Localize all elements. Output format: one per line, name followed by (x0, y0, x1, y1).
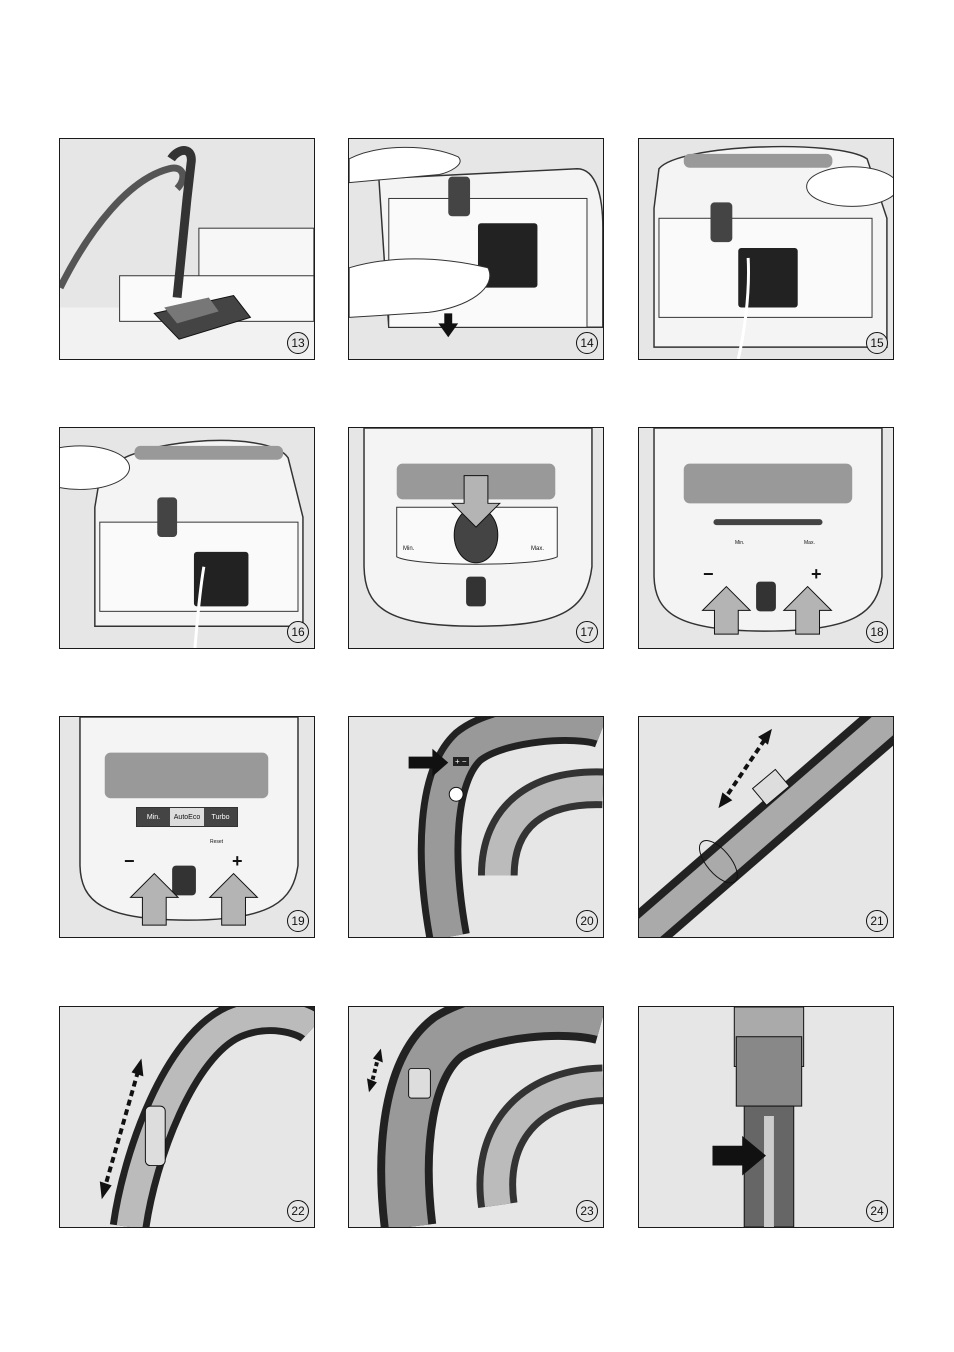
figure-18: Min. Max. − + 18 (638, 427, 894, 649)
figure-20: + − 20 (348, 716, 604, 938)
figure-number: 14 (576, 332, 598, 354)
figure-16: 16 (59, 427, 315, 649)
double-arrow-icon (718, 728, 772, 809)
arrow-down-icon (438, 313, 459, 338)
figure-number: 18 (866, 621, 888, 643)
dust-bag-icon (477, 223, 538, 288)
figure-23: 23 (348, 1006, 604, 1228)
vacuum-body-icon (363, 428, 593, 627)
max-label: Max. (804, 540, 815, 546)
arrow-up-icon (701, 585, 752, 635)
turbo-button[interactable]: Turbo (204, 808, 237, 826)
minus-sign: − (703, 564, 714, 584)
arrow-right-icon (712, 1135, 766, 1176)
min-label: Min. (403, 546, 415, 552)
double-arrow-icon (366, 1048, 383, 1093)
power-button-strip: Min. AutoEco Turbo (136, 807, 238, 827)
max-label: Max. (531, 546, 545, 552)
figure-15: 15 (638, 138, 894, 360)
hand-icon (60, 445, 131, 490)
figure-17: Min. Max. 17 (348, 427, 604, 649)
figure-number: 15 (866, 332, 888, 354)
arrow-up-icon (208, 872, 259, 926)
arrow-down-icon (451, 475, 501, 528)
min-label: Min. (735, 540, 745, 546)
arrow-up-icon (782, 585, 833, 635)
vacuum-body-icon (653, 428, 883, 635)
figure-13: 13 (59, 138, 315, 360)
figure-number: 24 (866, 1200, 888, 1222)
figure-number: 17 (576, 621, 598, 643)
vacuum-body-icon (349, 146, 603, 338)
floorhead-icon (153, 295, 252, 340)
plus-sign: + (811, 564, 822, 584)
hand-icon (806, 166, 893, 207)
figure-number: 21 (866, 910, 888, 932)
vacuum-body-icon (79, 717, 299, 926)
vacuum-body-icon (60, 439, 304, 648)
figure-19: Min. AutoEco Turbo Reset − + 19 (59, 716, 315, 938)
figure-number: 13 (287, 332, 309, 354)
dust-bag-icon (738, 248, 798, 308)
figure-number: 19 (287, 910, 309, 932)
plus-sign: + (232, 851, 243, 871)
autoeco-button[interactable]: AutoEco (170, 808, 204, 826)
vacuum-handle-icon (408, 717, 603, 937)
figure-number: 16 (287, 621, 309, 643)
hand-icon (349, 146, 491, 318)
figure-number: 20 (576, 910, 598, 932)
figure-21: 21 (638, 716, 894, 938)
vacuum-body-icon (653, 145, 893, 359)
minus-sign: − (124, 851, 135, 871)
double-arrow-icon (99, 1058, 144, 1200)
figure-14: 14 (348, 138, 604, 360)
figure-number: 23 (576, 1200, 598, 1222)
telescopic-tube-icon (639, 717, 893, 937)
reset-label: Reset (210, 839, 224, 845)
telescopic-tube-icon (712, 1007, 805, 1227)
arrow-right-icon (408, 748, 449, 777)
figure-22: 22 (59, 1006, 315, 1228)
vacuum-handle-icon (99, 1007, 314, 1227)
dust-bag-icon (193, 551, 249, 607)
figure-24: 24 (638, 1006, 894, 1228)
min-button[interactable]: Min. (137, 808, 170, 826)
vacuum-handle-icon (366, 1007, 603, 1227)
figure-number: 22 (287, 1200, 309, 1222)
vacuum-handle-icon (60, 146, 314, 359)
switch-label: + − (453, 757, 469, 766)
arrow-up-icon (129, 872, 180, 926)
